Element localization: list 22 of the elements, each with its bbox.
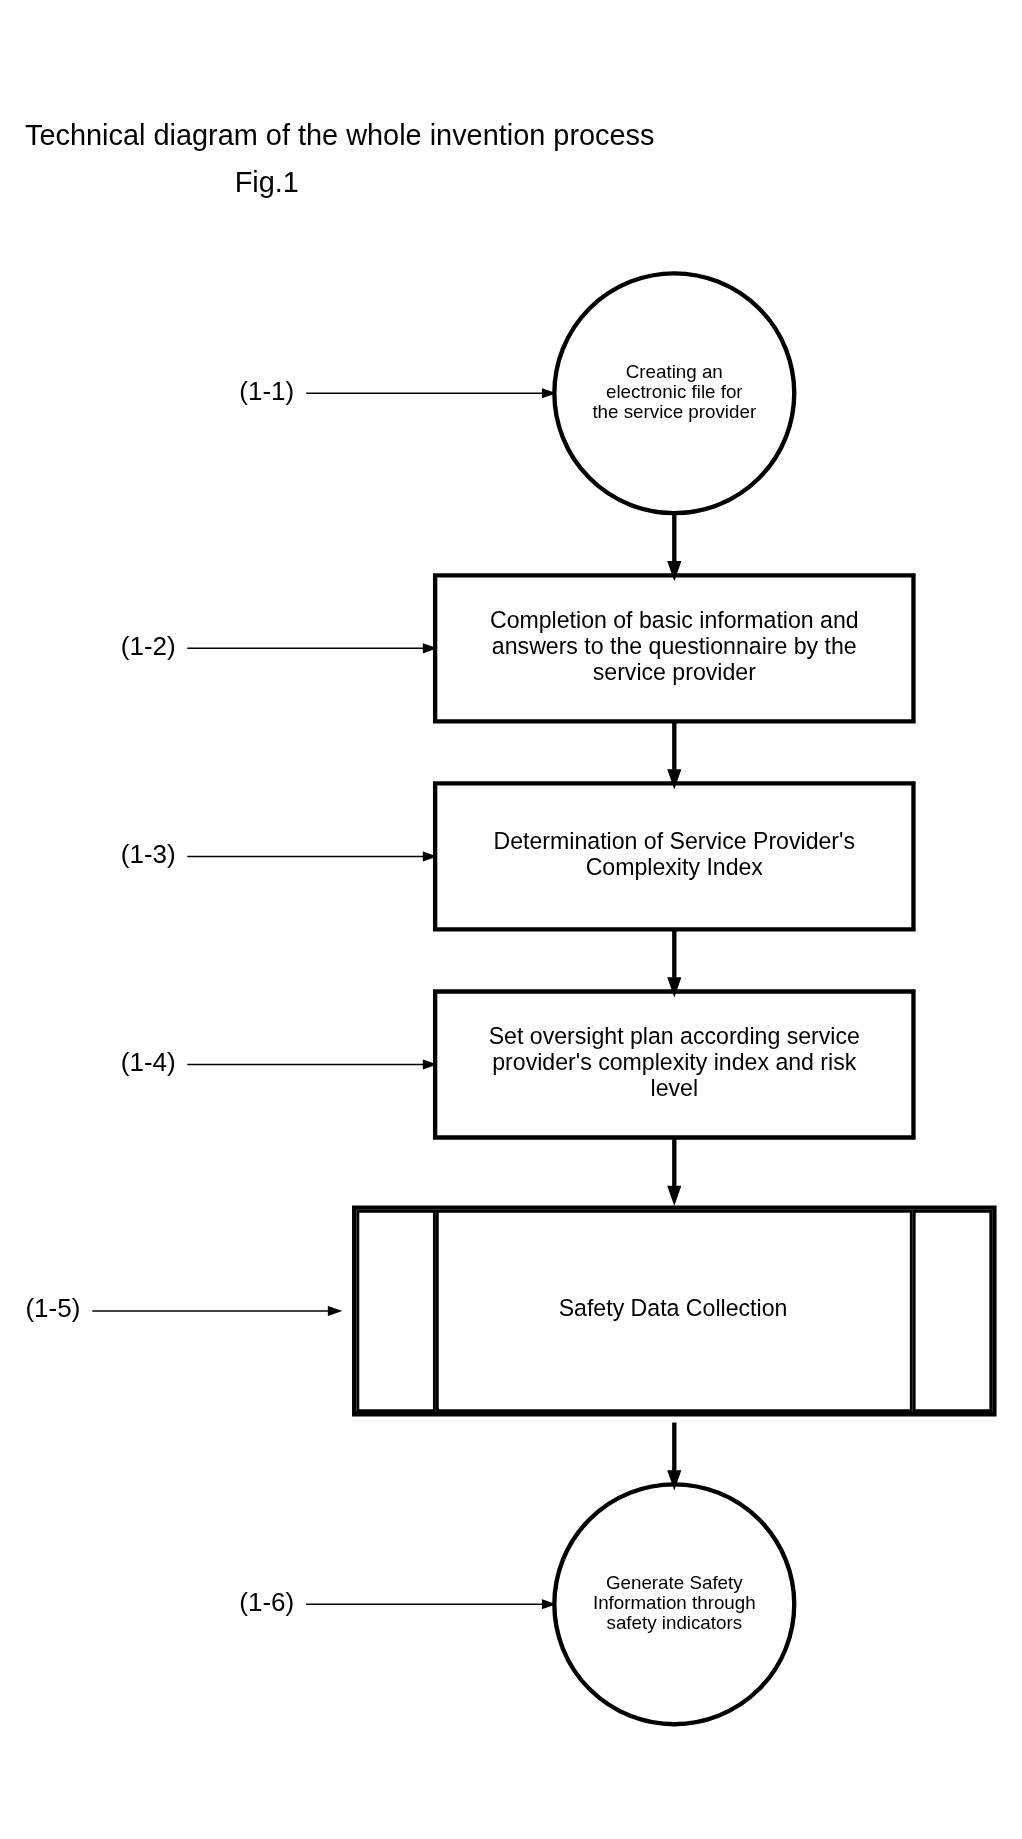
arrow bbox=[305, 387, 557, 398]
node-text: (1-3) bbox=[120, 838, 176, 869]
node-circle: Generate Safety Information through safety indicators bbox=[552, 1481, 797, 1726]
arrow bbox=[667, 929, 682, 998]
node-text: (1-4) bbox=[120, 1046, 176, 1077]
node-text: (1-1) bbox=[239, 375, 295, 406]
node-circle: Creating an electronic file for the service provider bbox=[552, 270, 797, 515]
arrow bbox=[667, 721, 682, 789]
node-box: Determination of Service Provider's Complexity Index bbox=[432, 780, 916, 932]
arrow bbox=[305, 1598, 557, 1609]
diagram-title: Technical diagram of the whole invention process bbox=[24, 118, 655, 151]
arrow bbox=[91, 1305, 343, 1316]
arrow bbox=[667, 1137, 682, 1206]
node-box: Completion of basic information and answers to the questionnaire by the service provider bbox=[432, 572, 916, 723]
node-text: (1-6) bbox=[239, 1586, 295, 1617]
arrow bbox=[667, 1422, 682, 1490]
node-box: Safety Data Collection bbox=[352, 1204, 997, 1416]
node-box: Set oversight plan according service provider's complexity index and risk level bbox=[432, 988, 916, 1140]
label: Fig.1 bbox=[234, 165, 299, 198]
arrow bbox=[667, 512, 682, 581]
node-text: (1-5) bbox=[25, 1292, 81, 1323]
node-text: (1-2) bbox=[120, 630, 176, 661]
